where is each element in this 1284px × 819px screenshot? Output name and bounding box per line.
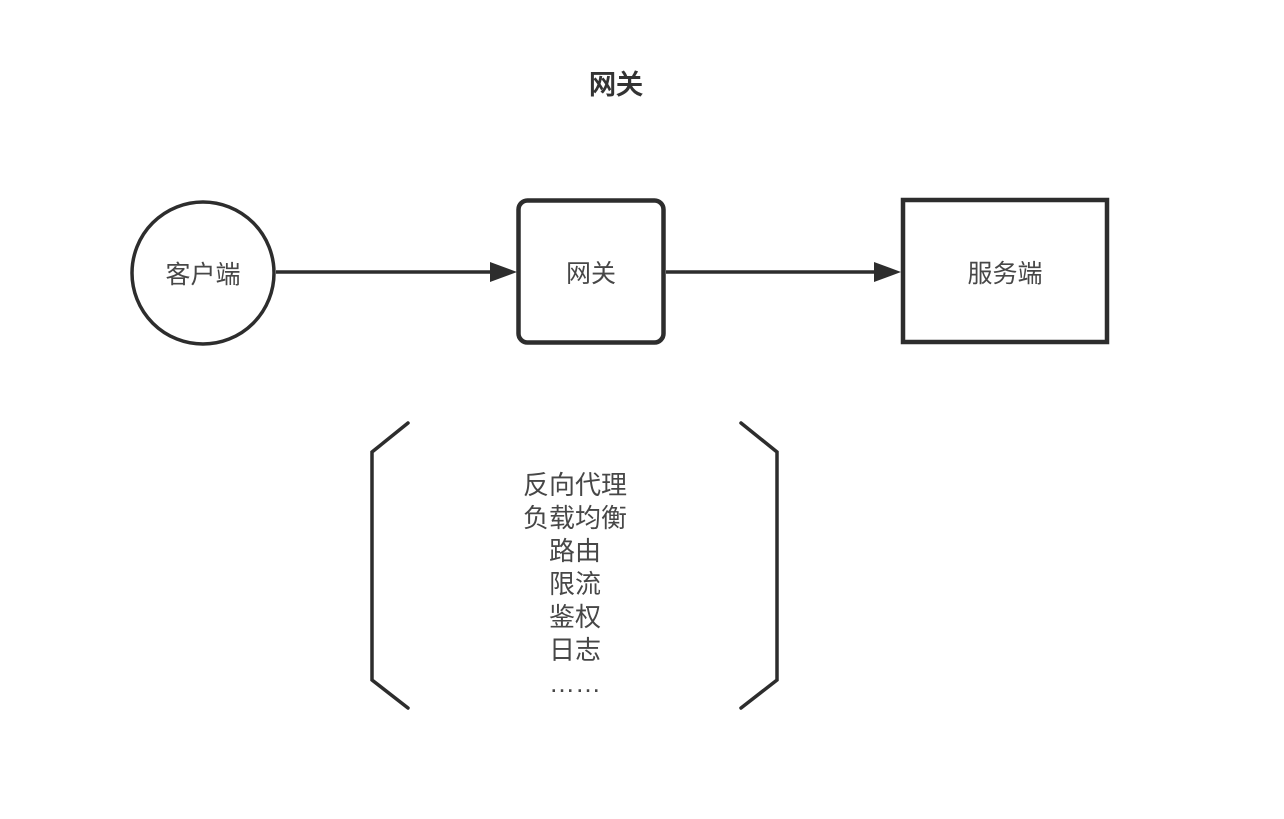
gateway-function-item: 反向代理 (522, 470, 628, 500)
gateway-function-item: …… (548, 668, 601, 698)
diagram-title: 网关 (589, 70, 643, 100)
gateway-function-list: 反向代理 负载均衡 路由 限流 鉴权 日志 …… (523, 469, 627, 700)
gateway-function-item: 鉴权 (548, 602, 602, 632)
arrow-gateway-to-server (666, 262, 901, 282)
gateway-function-item: 日志 (548, 635, 602, 665)
client-node-shape (130, 200, 276, 346)
server-node-label: 服务端 (967, 260, 1043, 288)
client-node-label: 客户端 (165, 261, 241, 289)
gateway-function-item: 路由 (548, 536, 602, 566)
gateway-function-item: 限流 (548, 569, 602, 599)
arrow-gateway-to-server-head-icon (874, 262, 901, 282)
left-bracket (370, 421, 410, 710)
right-bracket (739, 421, 779, 710)
arrow-client-to-gateway-head-icon (490, 262, 517, 282)
gateway-node-label: 网关 (565, 260, 617, 288)
gateway-function-item: 负载均衡 (522, 503, 628, 533)
server-node-shape (900, 197, 1110, 345)
gateway-node-shape (516, 198, 666, 345)
arrow-client-to-gateway (276, 262, 517, 282)
